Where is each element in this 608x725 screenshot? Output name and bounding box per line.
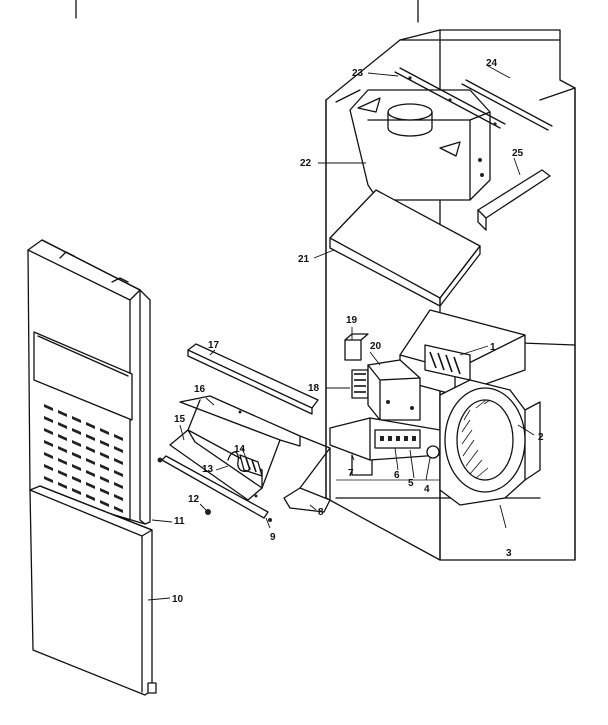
control-assembly bbox=[344, 309, 526, 421]
callout-21: 21 bbox=[298, 254, 310, 265]
louver-slot bbox=[100, 476, 109, 483]
valve-ports bbox=[380, 436, 416, 441]
louver-slot bbox=[114, 470, 123, 477]
callout-12: 12 bbox=[188, 494, 200, 505]
top-collector-box bbox=[349, 89, 491, 201]
callout-2: 2 bbox=[538, 432, 544, 443]
callout-11: 11 bbox=[174, 516, 185, 527]
louver-slot bbox=[44, 464, 53, 471]
callout-4: 4 bbox=[424, 484, 430, 495]
louver-slot bbox=[100, 488, 109, 495]
callout-1: 1 bbox=[490, 342, 496, 353]
louver-slot bbox=[114, 494, 123, 501]
louver-slot bbox=[100, 500, 109, 507]
callout-22: 22 bbox=[300, 158, 312, 169]
louver-slot bbox=[114, 434, 123, 441]
callout-19: 19 bbox=[346, 315, 358, 326]
part-18-hatching bbox=[354, 373, 366, 393]
top-rails bbox=[394, 67, 553, 131]
louver-slot bbox=[72, 476, 81, 483]
door-louvers bbox=[44, 404, 123, 513]
louver-slot bbox=[86, 434, 95, 441]
burner-assembly bbox=[329, 417, 441, 476]
callout-3: 3 bbox=[506, 548, 512, 559]
louver-slot bbox=[86, 458, 95, 465]
leader-lines bbox=[147, 65, 535, 601]
bracket-assembly bbox=[157, 343, 331, 522]
louver-slot bbox=[114, 458, 123, 465]
upper-door-panel bbox=[27, 239, 151, 525]
callout-5: 5 bbox=[408, 478, 414, 489]
louver-slot bbox=[44, 428, 53, 435]
louver-slot bbox=[58, 458, 67, 465]
callout-16: 16 bbox=[194, 384, 206, 395]
louver-slot bbox=[72, 428, 81, 435]
louver-slot bbox=[86, 446, 95, 453]
louver-slot bbox=[44, 416, 53, 423]
shelf-21 bbox=[329, 189, 481, 307]
callout-10: 10 bbox=[172, 594, 184, 605]
callout-17: 17 bbox=[208, 340, 220, 351]
callout-6: 6 bbox=[394, 470, 400, 481]
lower-door-panel bbox=[29, 485, 157, 696]
louver-slot bbox=[58, 482, 67, 489]
blower-wheel-blades bbox=[461, 399, 491, 479]
louver-slot bbox=[44, 452, 53, 459]
callout-8: 8 bbox=[318, 507, 324, 518]
louver-slot bbox=[100, 440, 109, 447]
bracket-25 bbox=[477, 169, 551, 231]
callout-25: 25 bbox=[512, 148, 524, 159]
callout-9: 9 bbox=[270, 532, 276, 543]
control-hatching bbox=[429, 351, 461, 375]
top-edge-marks bbox=[75, 0, 419, 23]
louver-slot bbox=[86, 422, 95, 429]
callout-15: 15 bbox=[174, 414, 186, 425]
callout-labels: 1 2 3 4 5 6 7 8 9 10 11 12 13 14 15 16 1… bbox=[172, 58, 544, 605]
louver-slot bbox=[86, 494, 95, 501]
blower-housing bbox=[439, 379, 541, 506]
louver-slot bbox=[72, 416, 81, 423]
louver-slot bbox=[114, 506, 123, 513]
louver-slot bbox=[100, 428, 109, 435]
callout-7: 7 bbox=[348, 468, 354, 479]
callout-13: 13 bbox=[202, 464, 214, 475]
louver-slot bbox=[58, 470, 67, 477]
callout-14: 14 bbox=[234, 444, 246, 455]
louver-slot bbox=[86, 482, 95, 489]
louver-slot bbox=[44, 404, 53, 411]
louver-slot bbox=[58, 446, 67, 453]
louver-slot bbox=[44, 440, 53, 447]
louver-slot bbox=[86, 470, 95, 477]
callout-23: 23 bbox=[352, 68, 364, 79]
callout-24: 24 bbox=[486, 58, 498, 69]
louver-slot bbox=[100, 464, 109, 471]
louver-slot bbox=[114, 446, 123, 453]
louver-slot bbox=[100, 452, 109, 459]
louver-slot bbox=[72, 488, 81, 495]
callout-20: 20 bbox=[370, 341, 382, 352]
louver-slot bbox=[72, 452, 81, 459]
louver-slot bbox=[44, 476, 53, 483]
louver-slot bbox=[72, 440, 81, 447]
louver-slot bbox=[58, 410, 67, 417]
louver-slot bbox=[72, 464, 81, 471]
louver-slot bbox=[58, 434, 67, 441]
louver-slot bbox=[58, 422, 67, 429]
louver-slot bbox=[114, 482, 123, 489]
callout-18: 18 bbox=[308, 383, 320, 394]
